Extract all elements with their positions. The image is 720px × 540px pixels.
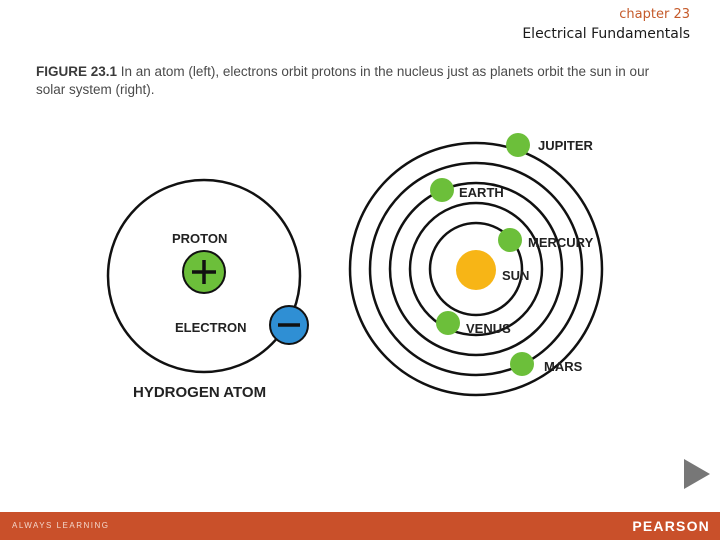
- atom-title: HYDROGEN ATOM: [133, 384, 266, 401]
- footer-tagline: ALWAYS LEARNING: [12, 521, 109, 530]
- venus-planet: [436, 311, 460, 335]
- chapter-label: chapter 23: [619, 7, 690, 22]
- planet-label-venus: VENUS: [466, 321, 511, 336]
- planet-label-mercury: MERCURY: [528, 235, 594, 250]
- jupiter-planet: [506, 133, 530, 157]
- figure-number: FIGURE 23.1: [36, 64, 117, 79]
- play-arrow-icon: [683, 458, 711, 490]
- publisher-logo: PEARSON: [632, 518, 710, 534]
- planet-label-earth: EARTH: [459, 185, 504, 200]
- footer-bar: ALWAYS LEARNING PEARSON: [0, 512, 720, 540]
- mars-planet: [510, 352, 534, 376]
- electron-label: ELECTRON: [175, 320, 247, 335]
- earth-planet: [430, 178, 454, 202]
- sun-label: SUN: [502, 268, 529, 283]
- atom-solar-system-figure: PROTON ELECTRON HYDROGEN ATOM SUN JUPITE…: [104, 128, 618, 408]
- planet-label-mars: MARS: [544, 359, 583, 374]
- figure-caption: FIGURE 23.1 In an atom (left), electrons…: [36, 63, 676, 99]
- planet-label-jupiter: JUPITER: [538, 138, 594, 153]
- figure-illustration: PROTON ELECTRON HYDROGEN ATOM SUN JUPITE…: [104, 128, 618, 408]
- chapter-title: Electrical Fundamentals: [522, 26, 690, 42]
- proton-label: PROTON: [172, 231, 227, 246]
- figure-caption-text: In an atom (left), electrons orbit proto…: [36, 64, 649, 97]
- sun-circle: [456, 250, 496, 290]
- next-slide-button[interactable]: [683, 458, 711, 490]
- mercury-planet: [498, 228, 522, 252]
